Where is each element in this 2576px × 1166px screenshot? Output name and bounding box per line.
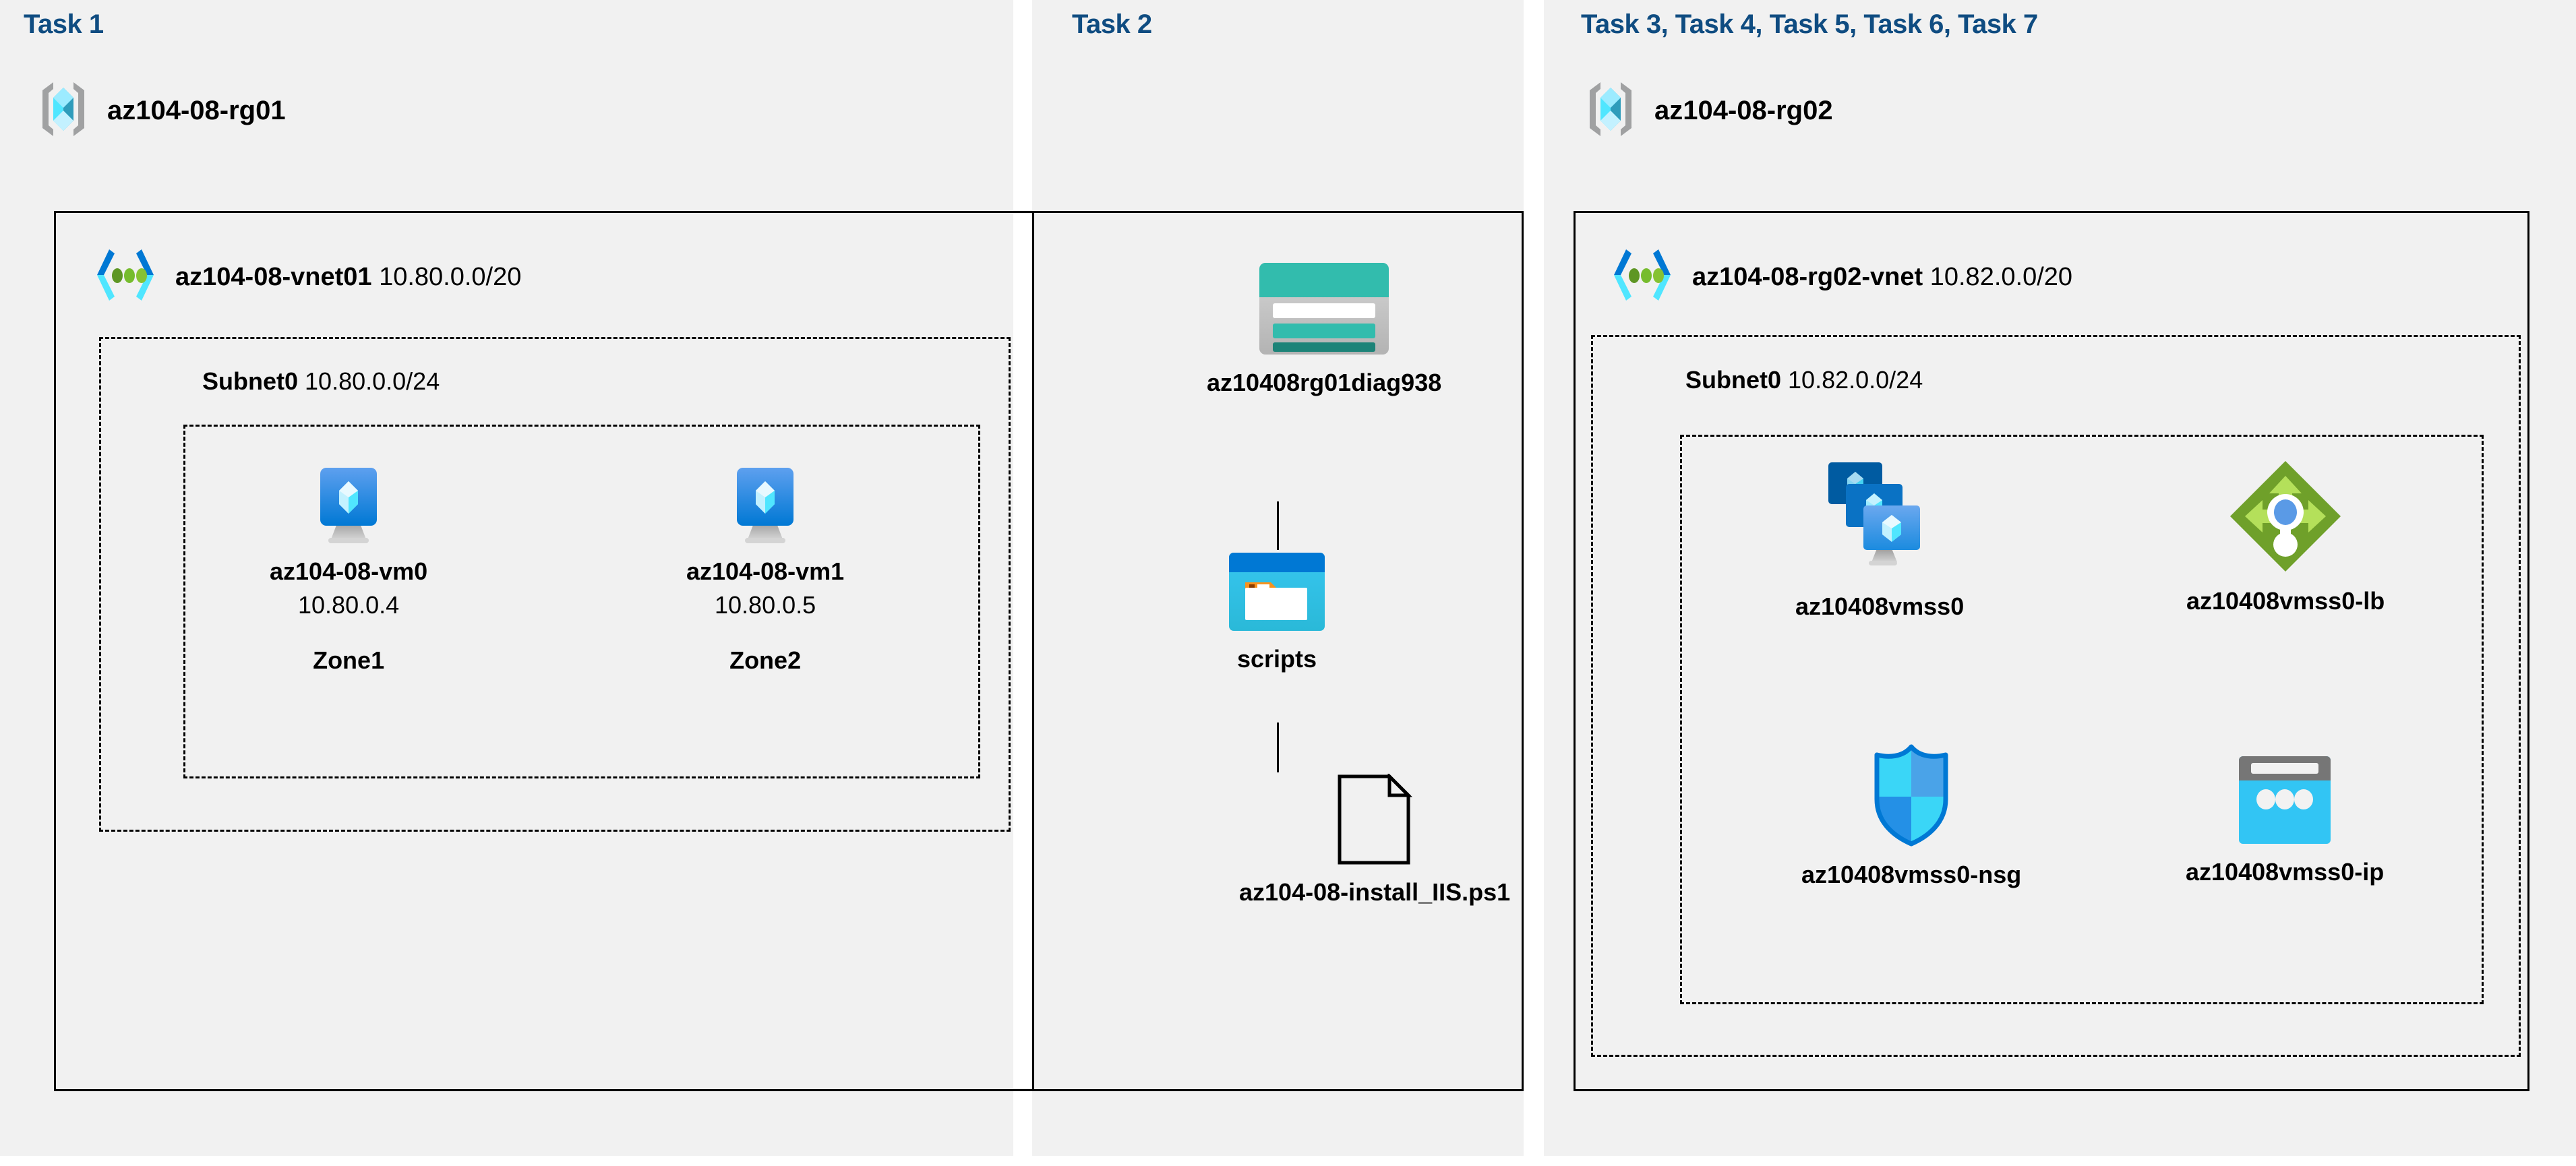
- blob-container-node[interactable]: scripts: [1228, 551, 1326, 673]
- subnet-box-task1: [99, 337, 1011, 832]
- resource-group-icon: [37, 81, 90, 141]
- vnet-box-rg02: [1574, 211, 2529, 1091]
- vnet-name: az104-08-vnet01: [175, 263, 372, 291]
- vnet-cidr: 10.80.0.0/20: [379, 263, 522, 291]
- vm-ip: 10.80.0.4: [298, 591, 400, 619]
- public-ip-name: az10408vmss0-ip: [2186, 858, 2385, 886]
- connector-storage-to-container: [1277, 501, 1279, 550]
- subnet-cidr: 10.80.0.0/24: [305, 367, 440, 395]
- vmss-name: az10408vmss0: [1795, 592, 1965, 620]
- load-balancer-icon: [2227, 458, 2343, 578]
- vnet-label: az104-08-rg02-vnet 10.82.0.0/20: [1692, 263, 2072, 292]
- script-file-node[interactable]: az104-08-install_IIS.ps1: [1239, 772, 1511, 907]
- vnet-rg02[interactable]: az104-08-rg02-vnet 10.82.0.0/20: [1611, 248, 2072, 307]
- vm-zone: Zone1: [313, 646, 385, 674]
- storage-account-icon: [1258, 262, 1390, 359]
- vmss-node[interactable]: az10408vmss0: [1795, 458, 1964, 621]
- resources-box-task3: [1680, 435, 2484, 1004]
- task1-heading: Task 1: [24, 9, 104, 39]
- panel-task3: [1544, 0, 2576, 1156]
- storage-account-node[interactable]: az10408rg01diag938: [1207, 262, 1441, 397]
- vnet-label: az104-08-vnet01 10.80.0.0/20: [175, 263, 521, 292]
- subnet-name: Subnet0: [1685, 366, 1782, 394]
- vm-ip: 10.80.0.5: [715, 591, 816, 619]
- load-balancer-node[interactable]: az10408vmss0-lb: [2186, 458, 2385, 615]
- resource-group-rg02[interactable]: az104-08-rg02: [1584, 81, 1833, 141]
- resource-group-icon: [1584, 81, 1637, 141]
- panel-task1: [0, 0, 1013, 1156]
- public-ip-node[interactable]: az10408vmss0-ip: [2186, 755, 2384, 886]
- vm-scale-set-icon: [1819, 458, 1940, 583]
- storage-account-name: az10408rg01diag938: [1207, 369, 1442, 396]
- subnet-label-task3: Subnet0 10.82.0.0/24: [1685, 366, 1923, 394]
- virtual-machine-icon: [311, 465, 386, 548]
- resource-group-label: az104-08-rg01: [107, 96, 286, 125]
- subnet-cidr: 10.82.0.0/24: [1788, 366, 1923, 394]
- blob-container-icon: [1228, 551, 1326, 636]
- public-ip-address-icon: [2238, 755, 2332, 849]
- virtual-network-icon: [94, 248, 156, 307]
- blob-container-name: scripts: [1236, 645, 1317, 673]
- resource-group-label: az104-08-rg02: [1654, 96, 1833, 125]
- subnet-box-task3: [1591, 335, 2521, 1057]
- virtual-machine-icon: [727, 465, 803, 548]
- network-security-group-icon: [1867, 741, 1955, 851]
- script-file-icon: [1337, 772, 1413, 869]
- vnet-name: az104-08-rg02-vnet: [1692, 263, 1923, 291]
- resource-group-rg01[interactable]: az104-08-rg01: [37, 81, 286, 141]
- zone-box-task1: [183, 425, 980, 778]
- vm-name: az104-08-vm0: [270, 557, 428, 585]
- task2-box: [1032, 211, 1524, 1091]
- vm-zone: Zone2: [729, 646, 802, 674]
- load-balancer-name: az10408vmss0-lb: [2186, 587, 2385, 615]
- vnet-cidr: 10.82.0.0/20: [1929, 263, 2073, 291]
- script-file-name: az104-08-install_IIS.ps1: [1239, 878, 1511, 906]
- vm-name: az104-08-vm1: [686, 557, 845, 585]
- vnet-vnet01[interactable]: az104-08-vnet01 10.80.0.0/20: [94, 248, 521, 307]
- vm-node-vm0[interactable]: az104-08-vm0 10.80.0.4 Zone1: [270, 465, 427, 675]
- vm-node-vm1[interactable]: az104-08-vm1 10.80.0.5 Zone2: [686, 465, 844, 675]
- connector-container-to-file: [1277, 723, 1279, 772]
- subnet-name: Subnet0: [202, 367, 299, 395]
- task2-heading: Task 2: [1072, 9, 1152, 39]
- subnet-label-task1: Subnet0 10.80.0.0/24: [202, 367, 440, 396]
- nsg-node[interactable]: az10408vmss0-nsg: [1801, 741, 2021, 889]
- task3-heading: Task 3, Task 4, Task 5, Task 6, Task 7: [1581, 9, 2038, 39]
- virtual-network-icon: [1611, 248, 1673, 307]
- nsg-name: az10408vmss0-nsg: [1801, 861, 2022, 888]
